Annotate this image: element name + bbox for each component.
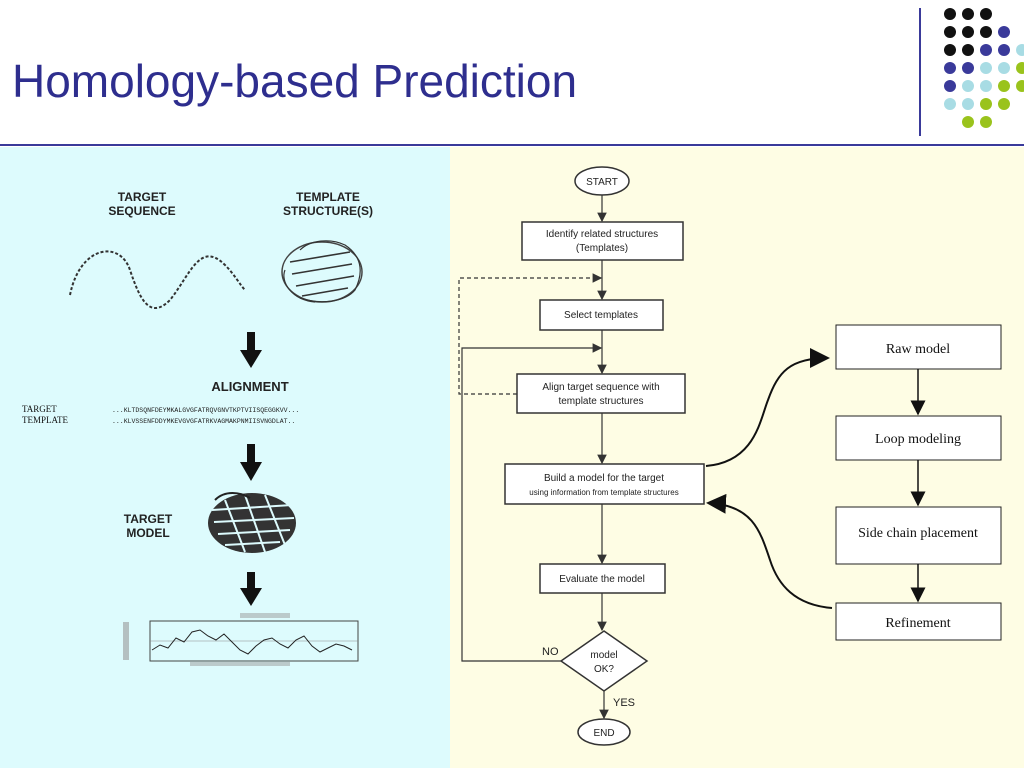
target-model-image: [208, 492, 296, 553]
decorative-dot: [998, 62, 1010, 74]
target-sequence-label-line1: TARGET: [118, 190, 167, 204]
down-arrow-1: [240, 332, 262, 368]
decorative-dot: [980, 44, 992, 56]
yes-label: YES: [613, 697, 635, 709]
decorative-dot: [944, 80, 956, 92]
decorative-dot: [980, 116, 992, 128]
decorative-dot: [944, 44, 956, 56]
slide-title: Homology-based Prediction: [12, 55, 578, 107]
decorative-dot: [962, 80, 974, 92]
identify-structures-line2: (Templates): [576, 243, 628, 254]
end-label: END: [593, 728, 614, 739]
raw-model-label: Raw model: [886, 342, 950, 357]
decorative-dot: [944, 8, 956, 20]
header-divider-horizontal: [0, 144, 1024, 146]
identify-structures-box: [521, 221, 684, 261]
curve-refinement-to-build: [706, 493, 833, 609]
decorative-dot: [998, 98, 1010, 110]
decorative-dot: [998, 26, 1010, 38]
decorative-dot: [998, 44, 1010, 56]
decorative-dot: [962, 44, 974, 56]
header-divider-vertical: [919, 8, 921, 136]
alignment-target-label: TARGET: [22, 404, 57, 414]
side-chain-placement-label: Side chain placement: [858, 526, 978, 541]
alignment-template-label: TEMPLATE: [22, 415, 69, 425]
end-node: [577, 718, 631, 746]
select-templates-label: Select templates: [564, 310, 638, 321]
select-templates-box: [539, 299, 664, 331]
build-model-line2: using information from template structur…: [529, 488, 678, 497]
start-label: START: [586, 177, 618, 188]
align-sequence-box: [516, 373, 686, 414]
alignment-heading: ALIGNMENT: [211, 379, 288, 394]
template-structure-label-line1: TEMPLATE: [296, 190, 360, 204]
side-steps: Raw model Loop modeling Side chain place…: [705, 324, 1002, 641]
side-chain-placement-box: [835, 506, 1002, 565]
decorative-dot: [980, 62, 992, 74]
decorative-dot: [1016, 44, 1024, 56]
identify-structures-line1: Identify related structures: [546, 229, 658, 240]
decorative-dot: [944, 62, 956, 74]
decorative-dot: [980, 98, 992, 110]
decision-line2: OK?: [594, 664, 614, 675]
decorative-dot: [962, 26, 974, 38]
target-sequence-squiggle: [69, 250, 246, 310]
alignment-template-sequence: ...KLVSSENFDDYMKEVGVGFATRKVAGMAKPNMIISVN…: [112, 418, 295, 425]
loop-modeling-box: [835, 415, 1002, 461]
decorative-dot: [962, 62, 974, 74]
decorative-dot: [1016, 80, 1024, 92]
align-sequence-line1: Align target sequence with: [542, 382, 659, 393]
decision-line1: model: [590, 650, 617, 661]
decorative-dot: [998, 80, 1010, 92]
align-sequence-line2: template structures: [558, 396, 643, 407]
decorative-dot: [962, 8, 974, 20]
evaluate-model-box: [539, 563, 666, 594]
target-model-label-line1: TARGET: [124, 512, 173, 526]
alignment-target-sequence: ...KLTDSQNFDEYMKALGVGFATRQVGNVTKPTVIISQE…: [112, 407, 299, 414]
decorative-dot: [980, 80, 992, 92]
curve-build-to-raw-model: [705, 348, 830, 467]
refinement-label: Refinement: [885, 616, 950, 631]
decorative-dot: [1016, 62, 1024, 74]
decorative-dot: [980, 26, 992, 38]
decorative-dot: [944, 98, 956, 110]
template-structure-image: [281, 240, 363, 303]
target-model-label-line2: MODEL: [126, 526, 169, 540]
no-label: NO: [542, 646, 559, 658]
decorative-dot: [962, 98, 974, 110]
flowchart: START Identify related structures (Templ…: [458, 166, 705, 746]
left-figure: TARGET SEQUENCE TEMPLATE STRUCTURE(S) AL…: [22, 190, 373, 666]
down-arrow-3: [240, 572, 262, 606]
build-model-line1: Build a model for the target: [544, 473, 664, 484]
decorative-dot: [944, 26, 956, 38]
model-ok-decision: [559, 630, 649, 692]
loop-modeling-label: Loop modeling: [875, 432, 961, 447]
down-arrow-2: [240, 444, 262, 481]
build-model-box: [504, 463, 705, 505]
target-sequence-label-line2: SEQUENCE: [108, 204, 175, 218]
refinement-box: [835, 602, 1002, 641]
evaluate-model-label: Evaluate the model: [559, 574, 645, 585]
template-structure-label-line2: STRUCTURE(S): [283, 204, 373, 218]
evaluation-plot: [123, 613, 359, 666]
decorative-dot: [962, 116, 974, 128]
decorative-dot: [980, 8, 992, 20]
raw-model-box: [835, 324, 1002, 370]
